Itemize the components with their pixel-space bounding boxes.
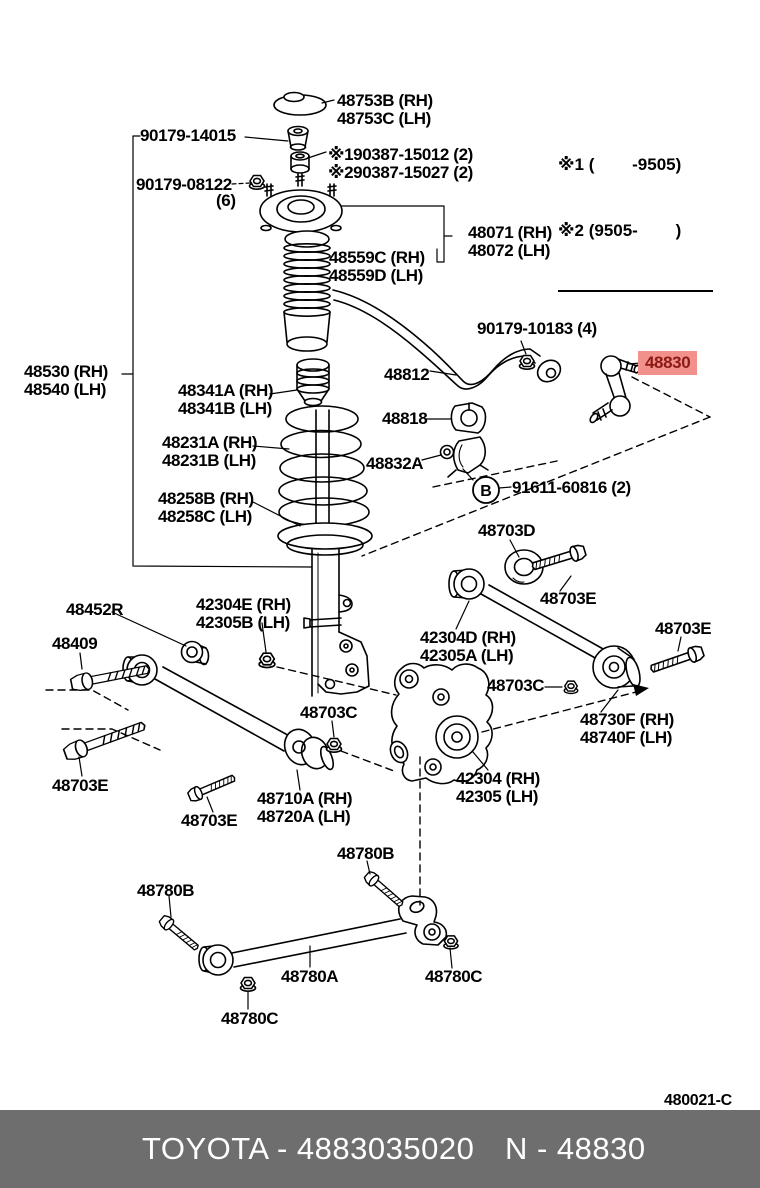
- bump-stop: [296, 358, 330, 407]
- part-label-48710A: 48710A (RH)48720A (LH): [257, 789, 353, 826]
- part-label-90179-14015: 90179-14015: [140, 126, 236, 145]
- part-label-48730F: 48730F (RH)48740F (LH): [580, 710, 674, 747]
- dust-boot: [283, 230, 331, 352]
- coil-spring: [278, 405, 370, 539]
- bushing-48452R: [180, 640, 210, 666]
- footer-part-code: TOYOTA - 4883035020: [142, 1131, 475, 1166]
- note-line-1: ※1 ( -9505): [558, 155, 682, 174]
- part-label-48258: 48258B (RH)48258C (LH): [158, 489, 254, 526]
- part-label-48780A: 48780A: [281, 967, 339, 986]
- part-label-48703E-1: 48703E: [540, 589, 597, 608]
- stabilizer-bar: [332, 289, 562, 390]
- part-label-48753: 48753B (RH)48753C (LH): [337, 91, 433, 128]
- stabilizer-bushing: [450, 402, 487, 434]
- note-line-2: ※2 (9505- ): [558, 221, 682, 240]
- part-label-90179-08122: 90179-08122: [136, 175, 232, 194]
- part-label-48703C-2: 48703C: [300, 703, 358, 722]
- strut-body: [277, 522, 373, 697]
- lateral-rod-lower: [122, 654, 335, 771]
- part-label-90179-08122-qty: (6): [216, 191, 236, 210]
- leader-lines: [78, 99, 682, 1010]
- assembly-arrowhead: [633, 684, 649, 696]
- lateral-rod-upper: [448, 568, 641, 689]
- strut-top-mount: [248, 91, 343, 233]
- part-label-48818: 48818: [382, 409, 428, 428]
- production-date-notes: ※1 ( -9505) ※2 (9505- ): [558, 110, 713, 292]
- part-label-48812: 48812: [384, 365, 430, 384]
- part-label-42304E: 42304E (RH)42305B (LH): [196, 595, 291, 632]
- part-label-48780B-2: 48780B: [137, 881, 195, 900]
- part-label-42304: 42304 (RH)42305 (LH): [456, 769, 540, 806]
- stabilizer-bracket: [439, 436, 489, 478]
- part-label-48559: 48559C (RH)48559D (LH): [329, 248, 425, 285]
- part-label-48703C-1: 48703C: [487, 676, 545, 695]
- part-label-48231: 48231A (RH)48231B (LH): [162, 433, 258, 470]
- part-label-48530: 48530 (RH)48540 (LH): [24, 362, 108, 399]
- part-label-48780C-2: 48780C: [221, 1009, 279, 1028]
- part-label-90179-10183: 90179-10183 (4): [477, 319, 597, 338]
- strut-rod: [198, 895, 448, 976]
- assembly-dashed-lines: [45, 376, 711, 906]
- diagram-drawing: B: [45, 91, 711, 1010]
- footer-bar: TOYOTA - 4883035020 N - 48830: [0, 1110, 760, 1188]
- part-label-48703E-3: 48703E: [52, 776, 109, 795]
- part-label-91611: 91611-60816 (2): [512, 478, 631, 497]
- part-label-48780B-1: 48780B: [337, 844, 395, 863]
- part-label-48452R: 48452R: [66, 600, 124, 619]
- part-label-190387: ※190387-15012 (2)※290387-15027 (2): [328, 145, 473, 182]
- svg-text:B: B: [480, 483, 492, 500]
- part-label-42304D: 42304D (RH)42305A (LH): [420, 628, 516, 665]
- part-label-48830[interactable]: 48830: [638, 351, 698, 375]
- part-label-48780C-1: 48780C: [425, 967, 483, 986]
- part-label-48409: 48409: [52, 634, 98, 653]
- drawing-number: 480021-C: [664, 1092, 732, 1109]
- part-label-48703E-4: 48703E: [181, 811, 238, 830]
- part-labels: 48753B (RH)48753C (LH) 90179-14015 ※190387…: [24, 91, 712, 1028]
- part-label-48703E-2: 48703E: [655, 619, 712, 638]
- part-label-48071: 48071 (RH)48072 (LH): [468, 223, 552, 260]
- connector-b: B: [472, 476, 500, 504]
- part-label-48341: 48341A (RH)48341B (LH): [178, 381, 274, 418]
- part-label-48703D: 48703D: [478, 521, 536, 540]
- knuckle: [389, 662, 494, 785]
- footer-part-number: N - 48830: [505, 1131, 646, 1166]
- part-label-48832A: 48832A: [366, 454, 424, 473]
